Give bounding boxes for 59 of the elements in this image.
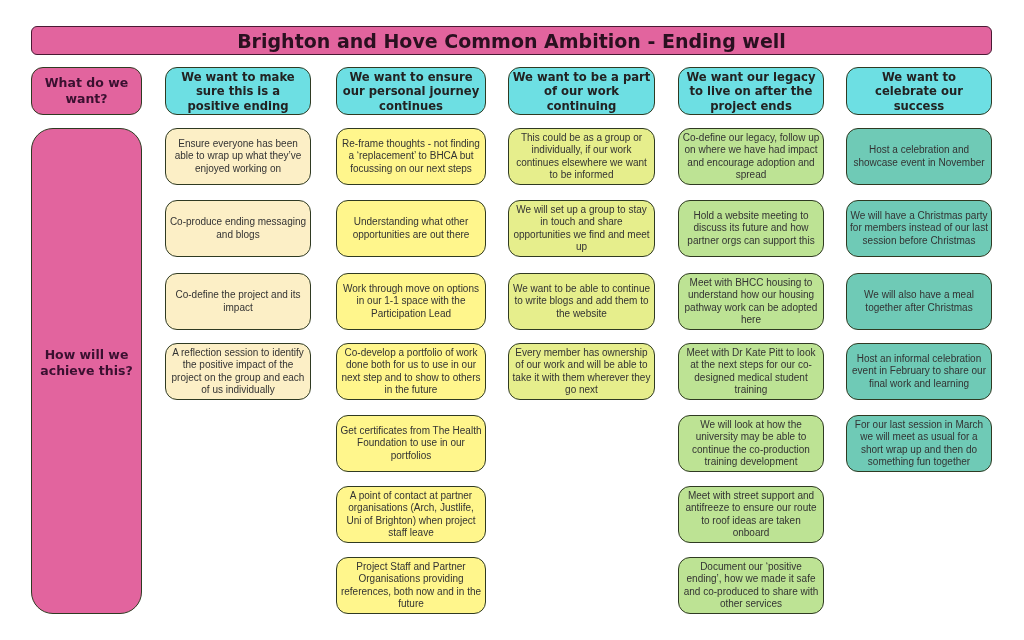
- action-card: [678, 343, 824, 400]
- action-card: [508, 273, 655, 330]
- action-text: Co-define the project and its impact: [174, 289, 302, 314]
- goal-text: We want to celebrate our success: [874, 70, 964, 114]
- question-box: [31, 67, 142, 115]
- action-text: Co-develop a portfolio of work done both for us to use in our next step and to show to others in the future: [340, 346, 482, 397]
- action-card: [508, 128, 655, 185]
- action-text: Document our ‘positive ending’, how we made it safe and co-produced to share with other services: [682, 560, 820, 611]
- question-box: [31, 128, 142, 614]
- action-text: Meet with Dr Kate Pitt to look at the next steps for our co-designed medical student training: [685, 346, 817, 397]
- action-text: A reflection session to identify the positive impact of the project on the group and each of us individually: [170, 346, 306, 397]
- action-card: [846, 200, 992, 257]
- title: Brighton and Hove Common Ambition - Ending well: [237, 29, 786, 52]
- action-text: Co-define our legacy, follow up on where we have had impact and encourage adoption and spread: [682, 131, 820, 182]
- question-text: How will we achieve this?: [39, 347, 134, 379]
- action-text: A point of contact at partner organisations (Arch, Justlife, Uni of Brighton) when project staff leave: [345, 489, 477, 540]
- action-text: Understanding what other opportunities are out there: [351, 216, 471, 241]
- action-text: Meet with BHCC housing to understand how our housing pathway work can be adopted here: [683, 276, 819, 327]
- action-text: This could be as a group or individually, if our work continues elsewhere we want to be informed: [515, 131, 648, 182]
- goal-header: [678, 67, 824, 115]
- action-card: [165, 128, 311, 185]
- action-card: [678, 200, 824, 257]
- action-card: [165, 273, 311, 330]
- action-text: We will look at how the university may be able to continue the co-production training development: [691, 418, 811, 469]
- action-card: [846, 415, 992, 472]
- action-text: For our last session in March we will meet as usual for a short wrap up and then do something fun together: [853, 418, 985, 469]
- goal-text: We want to make sure this is a positive ending: [180, 70, 296, 114]
- action-text: We will have a Christmas party for members instead of our last session before Christmas: [850, 209, 988, 248]
- goal-header: [165, 67, 311, 115]
- action-text: We want to be able to continue to write blogs and add them to the website: [512, 282, 651, 321]
- action-card: [846, 273, 992, 330]
- action-text: Co-produce ending messaging and blogs: [169, 216, 307, 241]
- action-text: Host an informal celebration event in February to share our final work and learning: [851, 352, 987, 391]
- action-card: [678, 415, 824, 472]
- action-text: Get certificates from The Health Foundation to use in our portfolios: [340, 424, 482, 463]
- goal-header: [846, 67, 992, 115]
- action-card: [336, 415, 486, 472]
- action-text: Host a celebration and showcase event in November: [852, 144, 986, 169]
- goal-text: We want to ensure our personal journey continues: [341, 70, 481, 114]
- action-text: We will also have a meal together after Christmas: [863, 289, 975, 314]
- action-text: Project Staff and Partner Organisations providing references, both now and in the future: [340, 560, 482, 611]
- action-card: [336, 128, 486, 185]
- action-card: [336, 273, 486, 330]
- action-card: [336, 200, 486, 257]
- action-card: [165, 200, 311, 257]
- action-text: Re-frame thoughts - not finding a ‘replacement’ to BHCA but focussing on our next steps: [341, 137, 481, 176]
- action-text: Hold a website meeting to discuss its future and how partner orgs can support this: [686, 209, 816, 248]
- action-text: Every member has ownership of our work and will be able to take it with them wherever they go next: [512, 346, 651, 397]
- action-text: Work through move on options in our 1-1 space with the Participation Lead: [342, 282, 480, 321]
- question-text: What do we want?: [43, 75, 130, 107]
- action-text: We will set up a group to stay in touch and share opportunities we find and meet up: [512, 203, 651, 254]
- action-card: [846, 343, 992, 400]
- action-text: Ensure everyone has been able to wrap up what they’ve enjoyed working on: [173, 137, 303, 176]
- goal-text: We want to be a part of our work continuing: [512, 70, 651, 114]
- action-card: [336, 486, 486, 543]
- action-card: [846, 128, 992, 185]
- goal-text: We want our legacy to live on after the project ends: [685, 70, 817, 114]
- action-card: [678, 486, 824, 543]
- action-text: Meet with street support and antifreeze to ensure our route to roof ideas are taken onboard: [684, 489, 818, 540]
